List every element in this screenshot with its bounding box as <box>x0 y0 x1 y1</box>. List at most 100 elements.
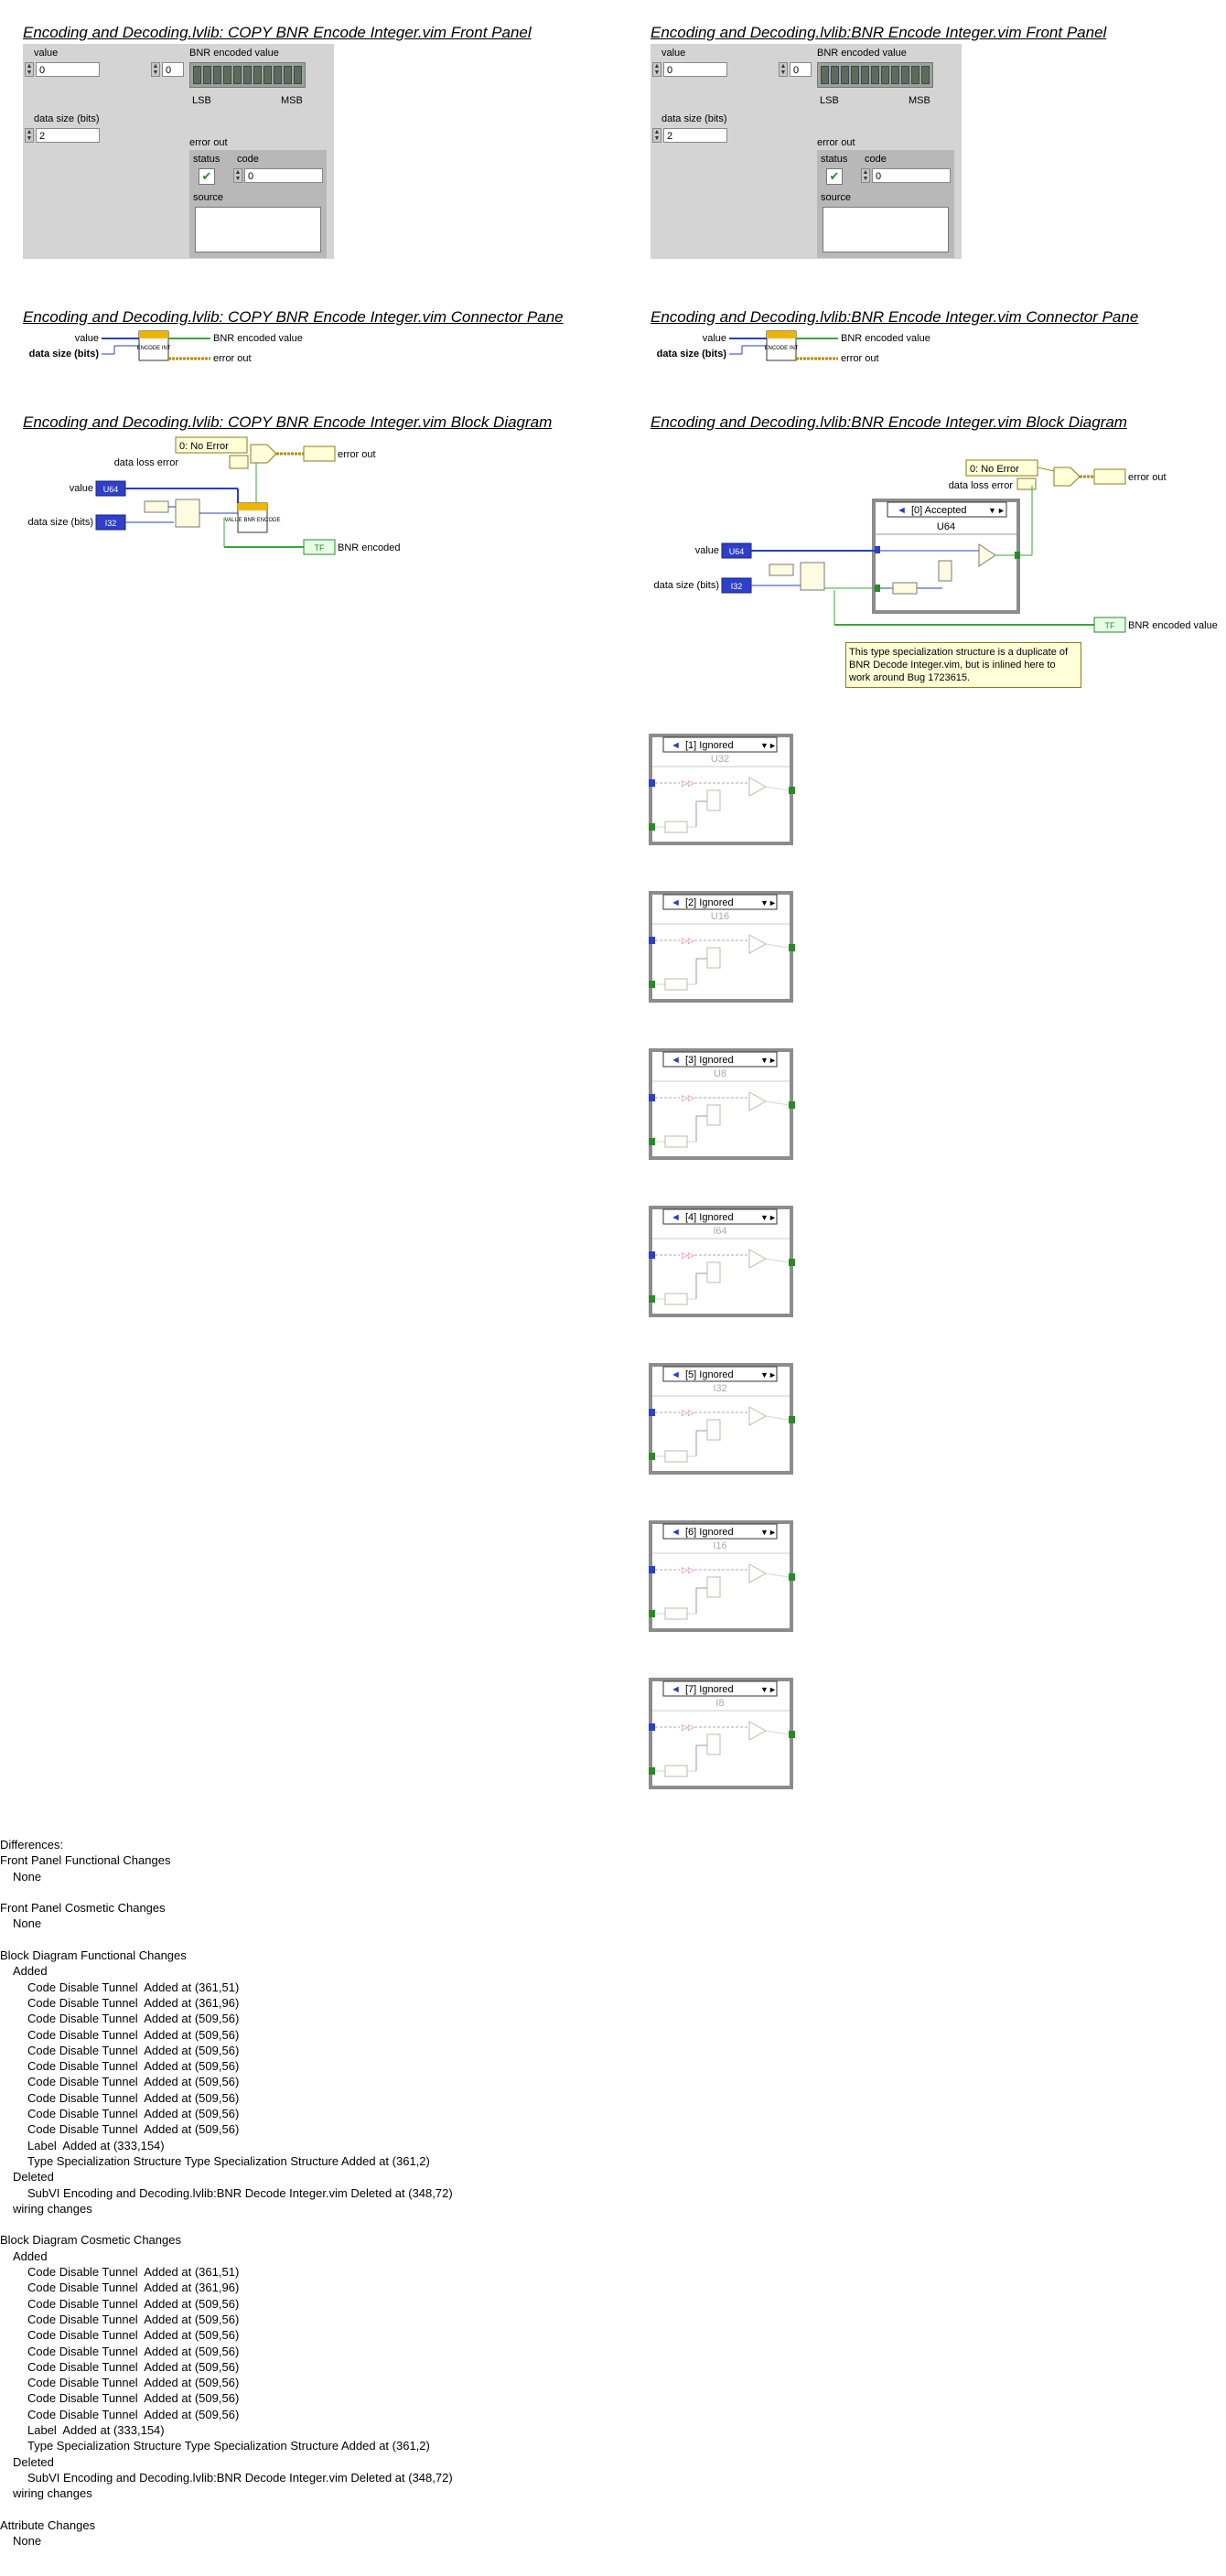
error-out-indicator[interactable] <box>1093 468 1126 485</box>
value-spinner[interactable]: ▲▼ <box>25 62 34 77</box>
case-selector[interactable] <box>662 894 778 910</box>
difference-line: Type Specialization Structure Type Speci… <box>27 2153 430 2168</box>
svg-text:TF: TF <box>1105 621 1115 630</box>
difference-line: Code Disable Tunnel Added at (509,56) <box>27 2027 240 2042</box>
merge-errors-node[interactable] <box>250 444 277 464</box>
ignored-case-frame[interactable]: ◄[1] Ignored▼►U32▷▷ <box>649 734 795 847</box>
svg-text:►: ► <box>769 1685 777 1694</box>
value-input[interactable]: 0 <box>663 62 727 77</box>
svg-text:◄: ◄ <box>671 897 681 908</box>
case-type: I32 <box>713 1383 726 1394</box>
code-label: code <box>237 154 259 165</box>
ignored-case-frame[interactable]: ◄[3] Ignored▼►U8▷▷ <box>649 1048 795 1162</box>
svg-text:VALUE BNR ENCODE: VALUE BNR ENCODE <box>225 518 281 523</box>
case-selector[interactable] <box>662 1051 778 1068</box>
difference-line: wiring changes <box>13 2486 92 2501</box>
data-size-spinner[interactable]: ▲▼ <box>25 128 34 143</box>
case-selector[interactable] <box>662 1680 778 1697</box>
code-spinner[interactable]: ▲▼ <box>861 168 870 183</box>
status-check-icon: ✔ <box>826 168 843 185</box>
case-selector[interactable] <box>887 501 1007 518</box>
case-type: U8 <box>714 1068 726 1079</box>
source-label: source <box>821 192 852 203</box>
value-input[interactable]: 0 <box>36 62 100 77</box>
difference-line <box>0 2501 453 2517</box>
data-size-label: data size (bits) <box>34 113 100 124</box>
bnr-led <box>193 66 201 84</box>
constant-node[interactable] <box>769 564 794 576</box>
status-label: status <box>193 154 220 165</box>
bnr-index-spinner[interactable]: ▲▼ <box>779 62 788 77</box>
value-label: value <box>661 48 686 59</box>
data-size-input[interactable]: 2 <box>36 128 100 143</box>
value-spinner[interactable]: ▲▼ <box>652 62 661 77</box>
difference-line: None <box>13 1869 42 1884</box>
svg-text:◄: ◄ <box>671 1527 681 1538</box>
right-block-diagram: 0: No Error data loss error error out ◄ … <box>653 459 1218 633</box>
greater-than-node[interactable] <box>978 543 996 567</box>
merge-errors-node[interactable] <box>1053 467 1081 487</box>
svg-text:▷▷: ▷▷ <box>682 1723 694 1732</box>
bnr-index-spinner[interactable]: ▲▼ <box>151 62 160 77</box>
difference-line: Code Disable Tunnel Added at (509,56) <box>27 2359 240 2374</box>
ignored-case-frame[interactable]: ◄[2] Ignored▼►U16▷▷ <box>649 891 795 1004</box>
right-front-panel: value ▲▼ 0 BNR encoded value ▲▼ 0 LSB MS… <box>651 44 962 259</box>
difference-line: SubVI Encoding and Decoding.lvlib:BNR De… <box>27 2185 453 2200</box>
difference-line: Code Disable Tunnel Added at (509,56) <box>27 2012 240 2026</box>
error-out-cluster: status ✔ code ▲▼ 0 source <box>817 150 954 258</box>
svg-text:ENCODE INT: ENCODE INT <box>764 346 798 351</box>
conn-bnr-label: BNR encoded value <box>213 333 303 344</box>
case-selector[interactable] <box>662 1366 778 1382</box>
difference-line: Code Disable Tunnel Added at (509,56) <box>27 2344 240 2358</box>
svg-text:►: ► <box>769 1528 777 1537</box>
svg-text:▷▷: ▷▷ <box>682 778 694 788</box>
constant-node[interactable] <box>144 500 169 513</box>
compare-node[interactable] <box>800 562 825 591</box>
code-label: code <box>865 154 887 165</box>
bnr-led <box>921 66 930 84</box>
compare-node[interactable] <box>175 499 200 528</box>
code-input[interactable]: 0 <box>872 168 951 183</box>
svg-text:error out: error out <box>1128 472 1167 483</box>
source-textbox[interactable] <box>823 207 949 252</box>
bnr-out-indicator[interactable] <box>1093 617 1126 633</box>
ignored-case-frame[interactable]: ◄[7] Ignored▼►I8▷▷ <box>649 1678 795 1791</box>
difference-line: Block Diagram Functional Changes <box>0 1948 187 1963</box>
left-connector-pane: value data size (bits) ENCODE INT BNR en… <box>29 330 303 364</box>
right-connector-pane-title: Encoding and Decoding.lvlib:BNR Encode I… <box>651 308 1139 326</box>
left-connector-pane-title: Encoding and Decoding.lvlib: COPY BNR En… <box>23 308 564 326</box>
ignored-case-frame[interactable]: ◄[4] Ignored▼►I64▷▷ <box>649 1206 795 1319</box>
bnr-label: BNR encoded value <box>817 48 907 59</box>
source-textbox[interactable] <box>195 207 321 252</box>
data-size-spinner[interactable]: ▲▼ <box>652 128 661 143</box>
bnr-led <box>233 66 242 84</box>
svg-text:◄: ◄ <box>671 740 681 751</box>
code-input[interactable]: 0 <box>244 168 323 183</box>
ignored-case-frame[interactable]: ◄[5] Ignored▼►I32▷▷ <box>649 1363 795 1476</box>
msb-label: MSB <box>909 95 930 106</box>
ignored-case-frame[interactable]: ◄[6] Ignored▼►I16▷▷ <box>649 1520 795 1634</box>
svg-text:▼: ▼ <box>760 1528 769 1537</box>
conn-error-out-label: error out <box>213 353 252 364</box>
difference-line: Deleted <box>13 2454 54 2469</box>
error-out-indicator[interactable] <box>303 445 336 462</box>
svg-text:data size (bits): data size (bits) <box>27 517 93 528</box>
svg-text:▼: ▼ <box>760 741 769 750</box>
svg-text:BNR encoded value: BNR encoded value <box>1128 620 1218 631</box>
difference-line <box>0 2216 453 2232</box>
bnr-index-input[interactable]: 0 <box>790 62 812 77</box>
bnr-out-indicator[interactable] <box>303 539 336 555</box>
case-selector[interactable] <box>662 736 778 753</box>
comment-label: This type specialization structure is a … <box>845 642 1081 688</box>
no-error-constant[interactable] <box>175 436 248 454</box>
case-selector[interactable] <box>662 1523 778 1540</box>
data-loss-error-label: data loss error <box>949 480 1014 491</box>
svg-text:U64: U64 <box>937 521 955 532</box>
difference-line: Code Disable Tunnel Added at (509,56) <box>27 2391 240 2406</box>
data-size-input[interactable]: 2 <box>663 128 727 143</box>
svg-text:U64: U64 <box>729 547 745 556</box>
case-selector[interactable] <box>662 1208 778 1225</box>
bnr-index-input[interactable]: 0 <box>162 62 184 77</box>
difference-line: Front Panel Functional Changes <box>0 1853 171 1868</box>
code-spinner[interactable]: ▲▼ <box>233 168 242 183</box>
